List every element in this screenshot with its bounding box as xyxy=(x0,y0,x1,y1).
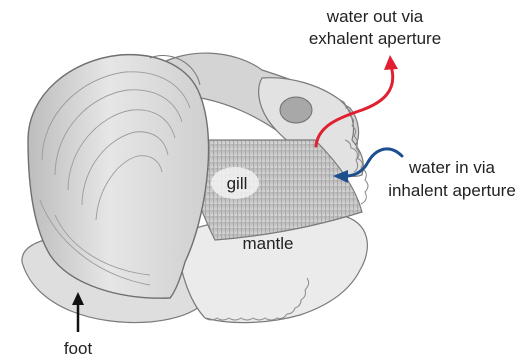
water-in-label-line2: inhalent aperture xyxy=(388,181,516,200)
front-shell-valve xyxy=(28,55,209,299)
siphon-spot xyxy=(280,97,312,123)
water-in-label-line1: water in via xyxy=(408,158,496,177)
clam-illustration xyxy=(22,53,368,323)
water-out-label-line2: exhalent aperture xyxy=(309,29,441,48)
mantle-label: mantle xyxy=(242,234,293,253)
water-out-arrowhead xyxy=(384,55,398,70)
water-out-label-line1: water out via xyxy=(326,7,424,26)
gill-label: gill xyxy=(227,174,248,193)
foot-label: foot xyxy=(64,339,93,358)
